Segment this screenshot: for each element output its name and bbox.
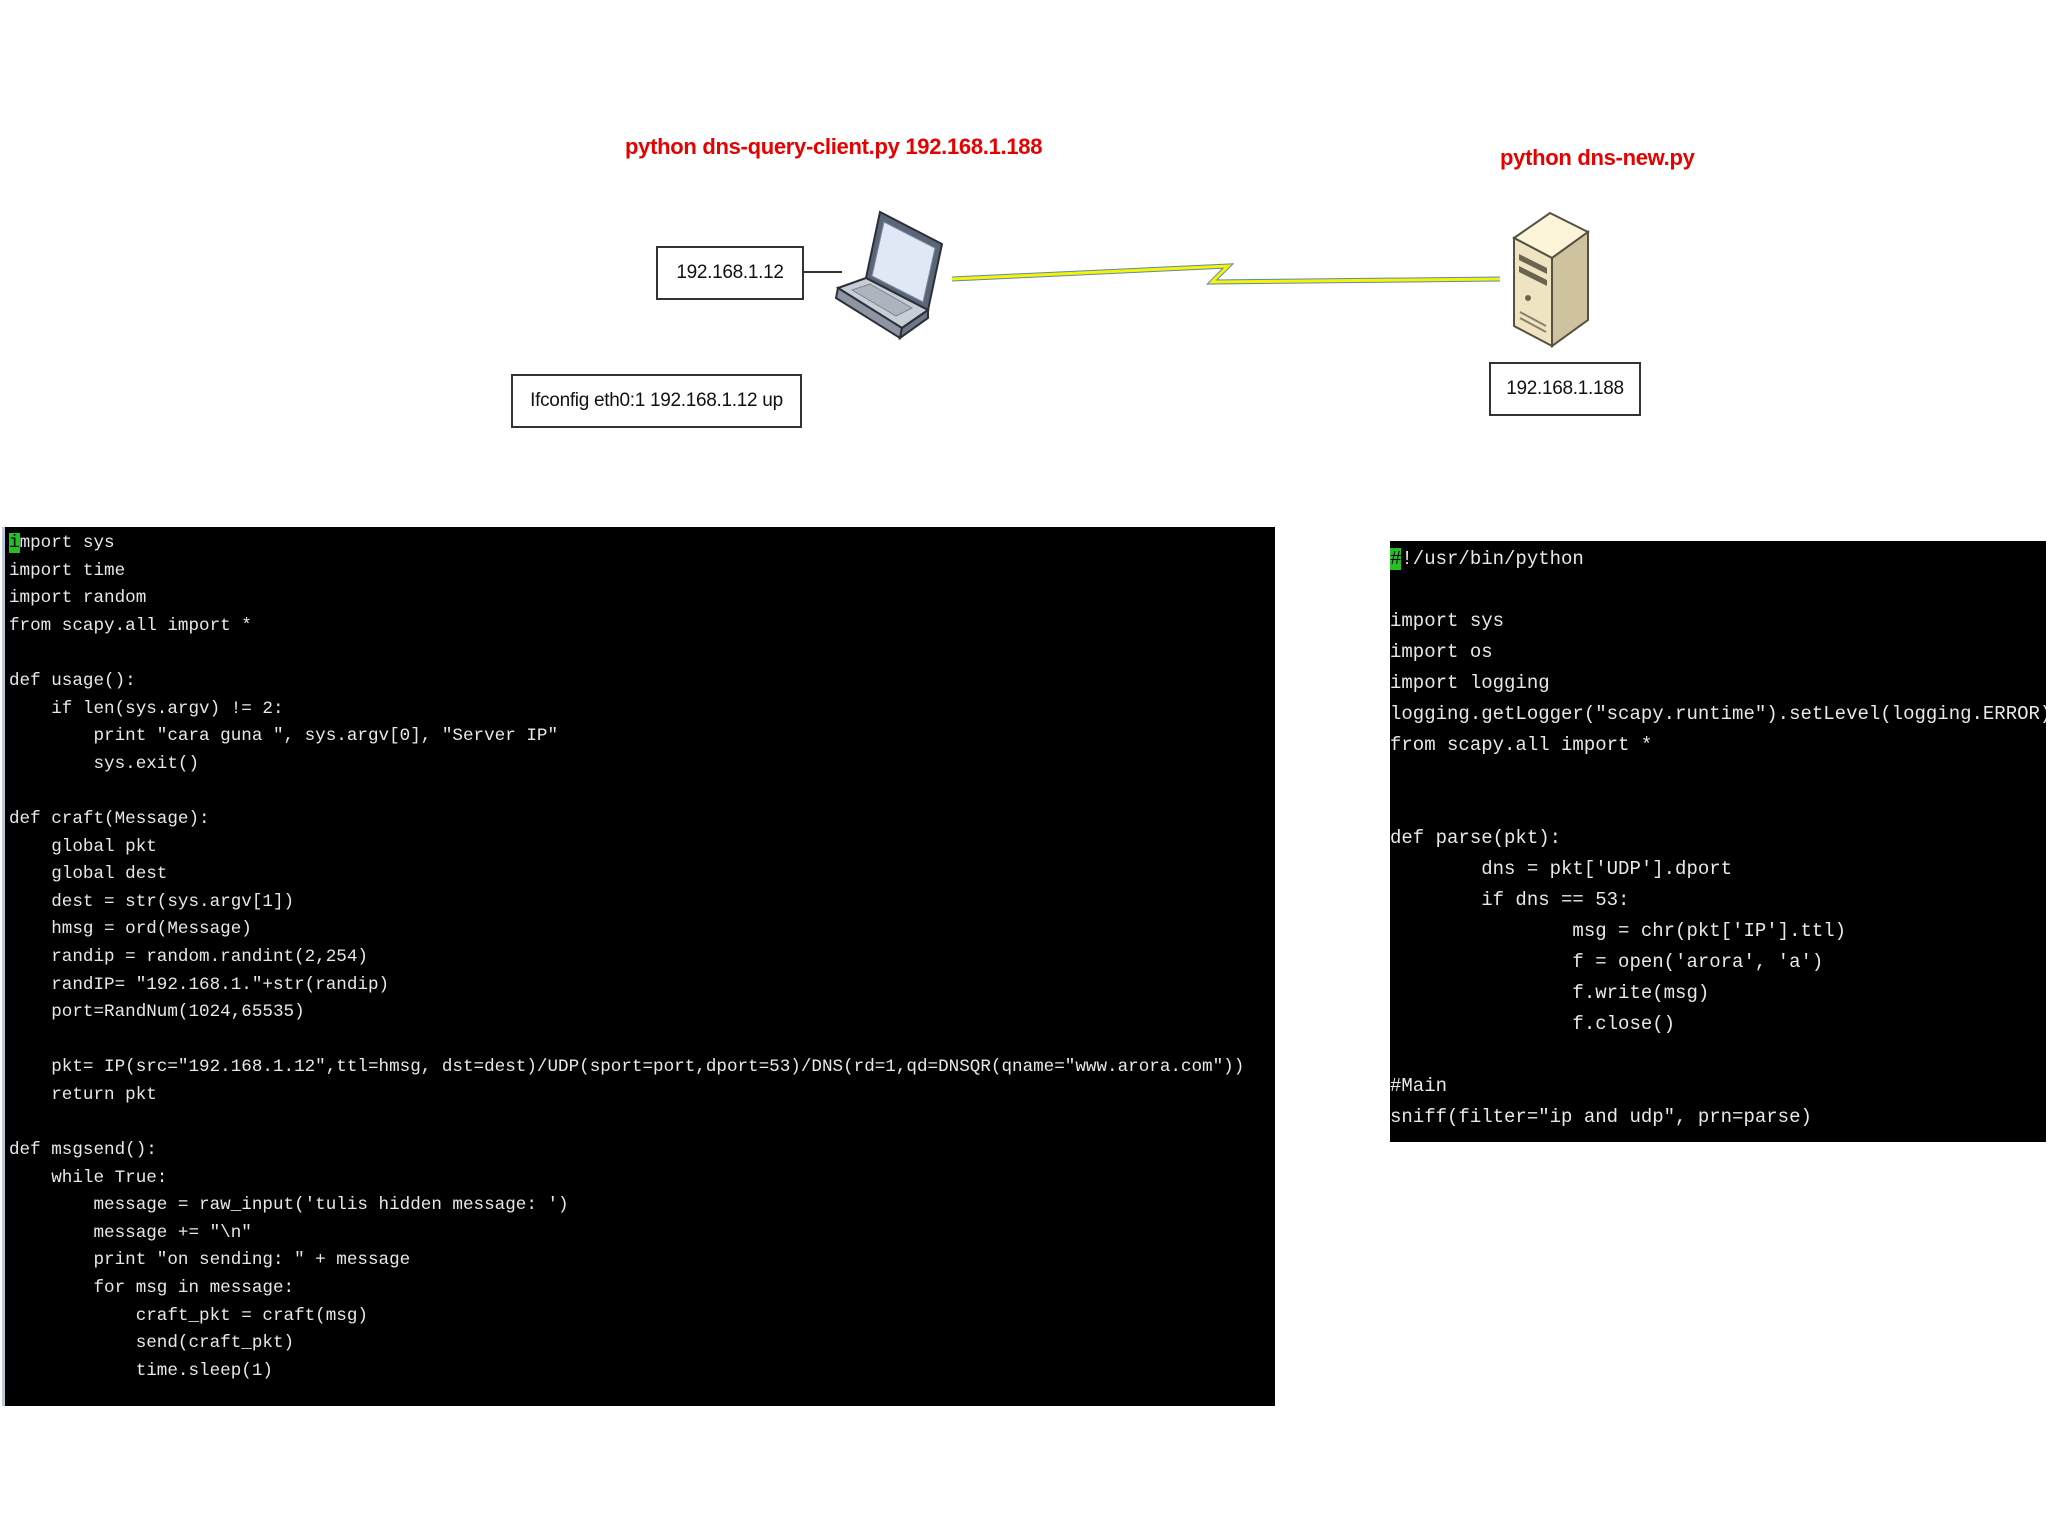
client-code-line: [9, 1027, 1275, 1055]
client-command-label: python dns-query-client.py 192.168.1.188: [625, 134, 1043, 159]
client-code-line: return pkt: [9, 1084, 157, 1105]
client-code-line: hmsg = ord(Message): [9, 919, 252, 940]
server-code-line: dns = pkt['UDP'].dport: [1390, 858, 1733, 880]
laptop-icon: [834, 210, 944, 341]
server-code-line: import os: [1390, 641, 1493, 663]
server-code-lines: #!/usr/bin/python import sys import os imp…: [1390, 541, 2046, 1133]
client-code-line: message = raw_input('tulis hidden messag…: [9, 1195, 569, 1216]
server-code-line: f.close(): [1390, 1013, 1676, 1035]
server-code-line: def parse(pkt):: [1390, 827, 1562, 849]
server-code-line: from scapy.all import *: [1390, 734, 1653, 756]
client-code-line: def msgsend():: [9, 1140, 157, 1161]
client-code-line: pkt= IP(src="192.168.1.12",ttl=hmsg, dst…: [9, 1057, 1245, 1078]
client-code-line: global dest: [9, 864, 168, 885]
client-code-line: def usage():: [9, 670, 136, 691]
client-code-line: [9, 778, 1275, 806]
server-code-line: f.write(msg): [1390, 982, 1710, 1004]
client-code-line: randIP= "192.168.1."+str(randip): [9, 974, 390, 995]
terminal-cursor: #: [1390, 548, 1402, 570]
client-code-line: import time: [9, 560, 126, 581]
network-diagram: [804, 210, 1590, 348]
client-code-line: [9, 1109, 1275, 1137]
server-code-line: [1390, 575, 2046, 606]
client-code-line: sys.exit(): [9, 753, 200, 774]
client-code-line: port=RandNum(1024,65535): [9, 1002, 305, 1023]
server-command-label: python dns-new.py: [1500, 145, 1695, 170]
server-code-line: sniff(filter="ip and udp", prn=parse): [1390, 1106, 1812, 1128]
client-code-line: from scapy.all import *: [9, 615, 252, 636]
client-code-line: while True:: [9, 1167, 168, 1188]
server-code-line: #!/usr/bin/python: [1390, 544, 2046, 575]
server-terminal: #!/usr/bin/python import sys import os imp…: [1390, 541, 2046, 1142]
client-code-line: for msg in message:: [9, 1278, 295, 1299]
client-code-line: craft_pkt = craft(msg): [9, 1305, 368, 1326]
server-code-line: [1390, 761, 2046, 792]
server-code-line: [1390, 1040, 2046, 1071]
client-code-line: dest = str(sys.argv[1]): [9, 891, 295, 912]
client-code-line: [9, 640, 1275, 668]
client-code-line: send(craft_pkt): [9, 1333, 295, 1354]
client-code-line: def craft(Message):: [9, 808, 210, 829]
client-code-line: randip = random.randint(2,254): [9, 946, 368, 967]
client-code-line: global pkt: [9, 836, 157, 857]
client-code-line: import random: [9, 588, 147, 609]
client-ip-box: 192.168.1.12: [656, 246, 804, 300]
server-code-line: [1390, 792, 2046, 823]
client-code-line: print "on sending: " + message: [9, 1250, 411, 1271]
client-code-line: print "cara guna ", sys.argv[0], "Server…: [9, 726, 559, 747]
server-code-line: msg = chr(pkt['IP'].ttl): [1390, 920, 1847, 942]
server-code-line: logging.getLogger("scapy.runtime").setLe…: [1390, 703, 2046, 725]
server-code-line: if dns == 53:: [1390, 889, 1630, 911]
ifconfig-alias-box: Ifconfig eth0:1 192.168.1.12 up: [511, 374, 802, 428]
client-code-line: import sys: [9, 530, 1275, 558]
server-code-line: #Main: [1390, 1075, 1448, 1097]
code-text: mport sys: [19, 533, 115, 553]
server-code-line: import sys: [1390, 610, 1505, 632]
server-ip-box: 192.168.1.188: [1489, 362, 1641, 416]
server-code-line: f = open('arora', 'a'): [1390, 951, 1824, 973]
client-code-line: time.sleep(1): [9, 1360, 273, 1381]
code-text: !/usr/bin/python: [1401, 548, 1584, 570]
lightning-link-icon: [951, 263, 1501, 285]
terminal-cursor: i: [9, 533, 20, 553]
server-code-line: import logging: [1390, 672, 1550, 694]
client-code-line: message += "\n": [9, 1222, 252, 1243]
client-code-line: if len(sys.argv) != 2:: [9, 698, 284, 719]
server-tower-icon: [1512, 211, 1590, 348]
